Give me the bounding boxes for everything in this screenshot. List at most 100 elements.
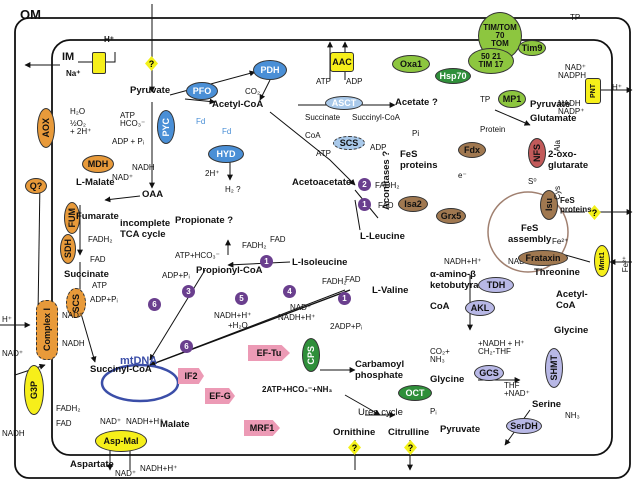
co2-nh3-label: CO₂+ NH₃ xyxy=(430,347,450,364)
atp-hco3-pyc-label: ATP HCO₃⁻ xyxy=(120,111,146,128)
nad-complex-label: NAD⁺ xyxy=(62,311,84,320)
pfo-enzyme: PFO xyxy=(186,82,218,100)
nad-aspmal-label: NAD⁺ xyxy=(100,417,122,426)
pnt-transporter: PNT xyxy=(585,78,601,104)
asct-enzyme: ASCT xyxy=(325,96,363,110)
fad-isoleucine-label: FAD xyxy=(270,235,286,244)
step-2-marker: 2 xyxy=(358,178,371,191)
succinate-a-label: Succinate xyxy=(305,113,341,122)
nad-tdh-label: NAD⁺ xyxy=(508,257,530,266)
adp-pi-scs-label: ADP+Pᵢ xyxy=(90,295,118,304)
scs-enzyme-b: SCS xyxy=(66,288,86,318)
mrf1-factor: MRF1 xyxy=(244,420,280,436)
tp-label: TP xyxy=(480,95,491,104)
cps-substrates-label: 2ATP+HCO₃⁻+NH₃ xyxy=(262,385,333,394)
acetyl-coa-label: Acetyl-CoA xyxy=(212,99,264,110)
fad-valine-label: FAD xyxy=(345,275,361,284)
pi-label: Pi xyxy=(412,129,420,138)
fumarate-label: Fumarate xyxy=(76,211,119,222)
nadh-aspmal-label: NADH+H⁺ xyxy=(126,417,164,426)
akl-enzyme: AKL xyxy=(465,300,495,316)
nadh-aspmal-bottom-label: NADH+H⁺ xyxy=(140,464,178,473)
shmt-enzyme: SHMT xyxy=(545,348,563,388)
nh3-label: NH₃ xyxy=(565,411,580,420)
frataxin-protein: Frataxin xyxy=(518,250,568,266)
fe2-label: Fe²⁺ xyxy=(552,237,569,246)
scs-enzyme-a: SCS xyxy=(333,136,365,150)
aspartate-label: Aspartate xyxy=(70,459,114,470)
acetate-label: Acetate ? xyxy=(395,97,438,108)
mmt1-transporter: Mmt1 xyxy=(594,245,610,277)
fadh2-leucine-label: FADH₂ xyxy=(375,181,400,190)
oaa-label: OAA xyxy=(142,189,164,200)
urea-cycle-label: Urea cycle xyxy=(358,407,403,418)
fd-ox-label: Fd xyxy=(196,117,206,126)
mdh-enzyme: MDH xyxy=(82,155,114,173)
h2o-label: H₂O xyxy=(70,107,86,116)
fadh2-valine-label: FADH₂ xyxy=(322,277,347,286)
fd-red-label: Fd xyxy=(222,127,232,136)
serdh-enzyme: SerDH xyxy=(506,418,542,434)
protein-label: Protein xyxy=(480,125,506,134)
glutamate-label: Glutamate xyxy=(530,113,577,124)
acetoacetate-label: Acetoacetate xyxy=(292,177,352,188)
tim9-protein: Tim9 xyxy=(518,40,546,56)
step-3-marker: 3 xyxy=(182,285,195,298)
amino-ketobutyrate-label: α-amino-β ketobutyrate xyxy=(430,269,488,291)
nad-g3p-label: NAD⁺ xyxy=(2,349,24,358)
na-h-antiporter xyxy=(92,52,106,74)
atp-scs-label: ATP xyxy=(92,281,107,290)
h-plus-complex-label: H⁺ xyxy=(2,315,12,324)
oxa1-protein: Oxa1 xyxy=(392,55,430,73)
fes-assembly-label: FeS assembly xyxy=(508,223,552,245)
ef-tu-factor: EF-Tu xyxy=(248,345,290,361)
aac-carrier: AAC xyxy=(330,52,354,72)
tp-label-top: TP xyxy=(570,13,581,22)
succinyl-coa-label: Succinyl-CoA xyxy=(90,364,152,375)
hyd-enzyme: HYD xyxy=(208,145,244,163)
threonine-label: Threonine xyxy=(534,267,580,278)
thf-label: THF +NAD⁺ xyxy=(504,381,530,398)
inner-membrane xyxy=(51,39,613,456)
fad-sdh-label: FAD xyxy=(90,255,106,264)
grx5-protein: Grx5 xyxy=(436,208,466,224)
coa-label: CoA xyxy=(305,131,321,140)
oxoglutarate-label: 2-oxo- glutarate xyxy=(548,149,589,171)
citrulline-label: Citrulline xyxy=(388,427,430,438)
cps-enzyme: CPS xyxy=(302,338,320,372)
pdh-enzyme: PDH xyxy=(253,60,287,80)
atp-aac-label: ATP xyxy=(316,77,331,86)
aox-enzyme: AOX xyxy=(37,108,55,148)
adp-pi-pyc-label: ADP + Pᵢ xyxy=(112,137,145,146)
tim-complex: 50 21 TIM 17 xyxy=(468,48,514,74)
atp-hco3-label: ATP+HCO₃⁻ xyxy=(175,251,220,260)
tdh-enzyme: TDH xyxy=(478,277,514,293)
nadh-nadp-label: NADH NADP⁺ xyxy=(558,99,585,116)
h-plus-label: H⁺ xyxy=(104,35,114,44)
h2o-o2-label: ½O₂ + 2H⁺ xyxy=(70,119,92,136)
pyc-enzyme: PYC xyxy=(157,110,175,144)
pyruvate-carrier-question: ? xyxy=(145,56,158,71)
step-4-marker: 4 xyxy=(283,285,296,298)
adp-aac-label: ADP xyxy=(346,77,363,86)
tca-cycle-label: incomplete TCA cycle xyxy=(120,218,171,241)
isa2-protein: Isa2 xyxy=(398,196,428,212)
nadh-h-tdh-label: NADH+H⁺ xyxy=(444,257,482,266)
succinyl-coa-a-label: Succinyl-CoA xyxy=(352,113,401,122)
h-plus-pnt-label: H⁺ xyxy=(612,83,622,92)
nad-valine-label: NAD⁺ xyxy=(290,303,312,312)
step-1-marker-valine: 1 xyxy=(338,292,351,305)
nadh-h-step5-label: NADH+H⁺ xyxy=(214,311,252,320)
if2-factor: IF2 xyxy=(178,368,204,384)
co2-label: CO₂ xyxy=(245,87,261,96)
pi-urea-label: Pᵢ xyxy=(430,407,437,416)
step-6-marker-bottom: 6 xyxy=(180,340,193,353)
two-h-label: 2H⁺ xyxy=(205,169,220,178)
h2o-plus-label: +H₂O xyxy=(228,321,248,330)
fad-g3p-label: FAD xyxy=(56,419,72,428)
nad-nadph-label: NAD⁺ NADPH xyxy=(558,63,587,80)
fes-proteins-label: FeS proteins xyxy=(400,149,438,171)
ornithine-carrier-question: ? xyxy=(348,440,361,455)
nadh-complex-label: NADH xyxy=(62,339,85,348)
aconitases-label: Aconitases ? xyxy=(381,150,392,210)
